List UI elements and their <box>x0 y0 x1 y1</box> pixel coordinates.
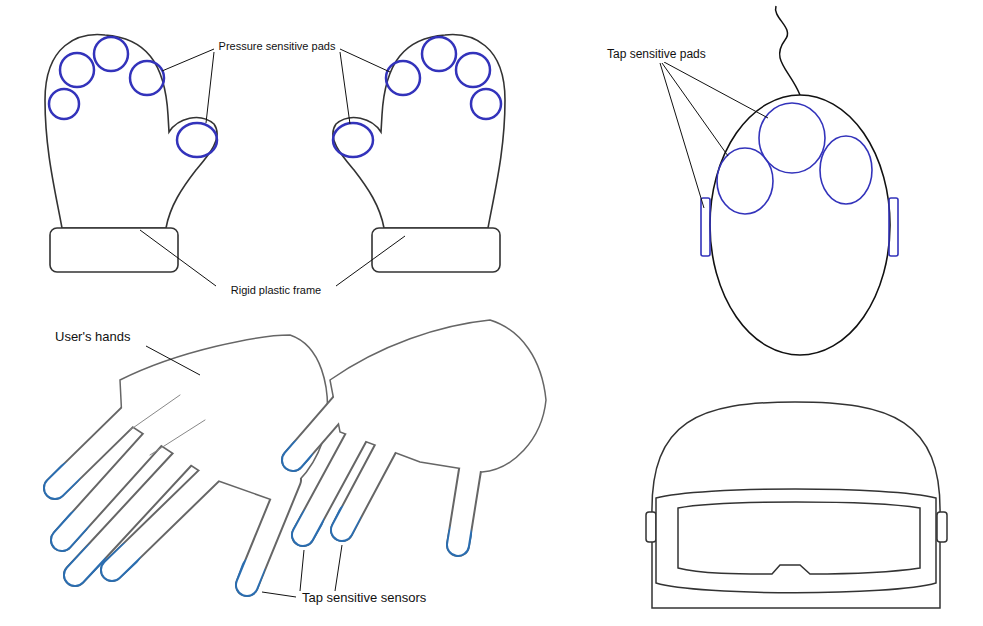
left-mitten <box>45 35 217 272</box>
leader-lines <box>660 62 768 208</box>
callout-label: Rigid plastic frame <box>229 284 323 297</box>
callout-label: User's hands <box>53 330 132 345</box>
helmet-front-view <box>646 402 947 608</box>
users-hands <box>293 320 546 545</box>
callout-label: Tap sensitive pads <box>605 48 708 62</box>
leader-lines <box>146 346 342 597</box>
leader-lines <box>140 49 405 286</box>
callout-label: Tap sensitive sensors <box>300 591 428 606</box>
right-mitten <box>333 35 505 272</box>
helmet-top-view <box>701 6 898 355</box>
callout-label: Pressure sensitive pads <box>217 40 338 53</box>
